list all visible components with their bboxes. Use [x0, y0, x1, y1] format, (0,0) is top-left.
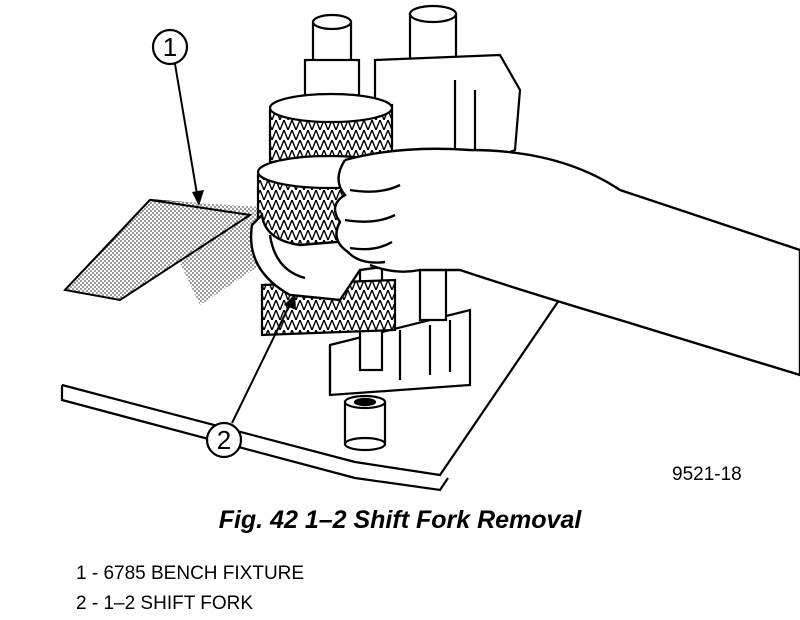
- countershaft: [373, 4, 522, 170]
- legend-item-2: 2 - 1–2 SHIFT FORK: [76, 593, 254, 614]
- technical-illustration: 1 2: [60, 4, 800, 492]
- legend: 1 - 6785 BENCH FIXTURE 2 - 1–2 SHIFT FOR…: [76, 559, 304, 619]
- mainshaft: [303, 13, 361, 104]
- callout-2-number: 2: [217, 425, 231, 455]
- upper-gear: [268, 92, 394, 164]
- callout-2: 2: [205, 294, 296, 459]
- fixture-post: [343, 394, 387, 452]
- callout-1-number: 1: [163, 32, 177, 62]
- technician-hand: [333, 147, 800, 377]
- figure-id: 9521-18: [672, 464, 742, 485]
- callout-1: 1: [151, 28, 204, 206]
- figure-caption: Fig. 42 1–2 Shift Fork Removal: [218, 506, 582, 534]
- legend-item-1: 1 - 6785 BENCH FIXTURE: [76, 563, 305, 584]
